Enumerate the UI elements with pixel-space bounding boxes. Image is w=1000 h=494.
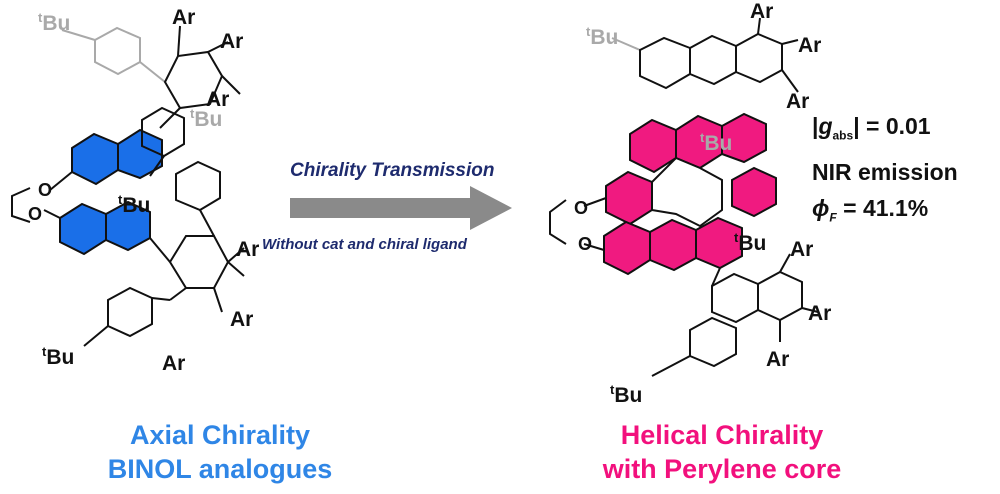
- tbu-label-top: tBu: [38, 10, 70, 35]
- oxygen-label: O: [574, 198, 588, 218]
- ar-label: Ar: [766, 348, 789, 371]
- ar-label: Ar: [230, 308, 253, 331]
- ar-label: Ar: [220, 30, 243, 53]
- left-caption: Axial Chirality BINOL analogues: [70, 418, 370, 486]
- oxygen-label: O: [578, 234, 592, 254]
- transmission-arrow: [290, 186, 512, 230]
- photophysical-properties: |gabs| = 0.01 NIR emission ϕF = 41.1%: [812, 108, 958, 235]
- ar-label: Ar: [750, 0, 773, 23]
- ar-label: Ar: [206, 88, 229, 111]
- arrow-label-bottom: Without cat and chiral ligand: [262, 236, 467, 253]
- ar-label: Ar: [162, 352, 185, 375]
- tbu-label-top-right: tBu: [586, 24, 618, 49]
- dioxy-bridge: [11, 171, 73, 223]
- right-caption: Helical Chirality with Perylene core: [572, 418, 872, 486]
- dioxy-bridge-right: [549, 197, 607, 251]
- gabs-value: |gabs| = 0.01: [812, 113, 931, 143]
- upper-naphthalene: [71, 128, 163, 186]
- tbu-label-bottom: tBu: [42, 344, 74, 369]
- lower-fused-rings: [651, 253, 819, 377]
- arrow-label-top: Chirality Transmission: [290, 160, 495, 181]
- oxygen-label: O: [28, 204, 42, 224]
- binol-molecule: [11, 25, 245, 347]
- right-caption-line2: with Perylene core: [602, 454, 842, 484]
- inner-aryl-rings: [141, 106, 221, 237]
- upper-tbu-phenyl: [61, 26, 166, 83]
- tbu-label-mid: tBu: [118, 192, 150, 217]
- left-caption-line1: Axial Chirality: [129, 420, 311, 450]
- tbu-label-faint-right: tBu: [700, 130, 732, 155]
- right-caption-line1: Helical Chirality: [620, 420, 824, 450]
- quantum-yield: ϕF = 41.1%: [812, 194, 929, 225]
- lower-core-ring: [149, 235, 245, 313]
- ar-label: Ar: [236, 238, 259, 261]
- perylene-core: [603, 112, 777, 276]
- ar-label: Ar: [172, 6, 195, 29]
- lower-tbu-phenyl: [83, 286, 171, 347]
- left-caption-line2: BINOL analogues: [107, 454, 333, 484]
- ar-label: Ar: [798, 34, 821, 57]
- ar-label: Ar: [808, 302, 831, 325]
- tbu-label-faint: tBu: [190, 106, 222, 131]
- tbu-label-mid-right: tBu: [734, 230, 766, 255]
- ar-label: Ar: [790, 238, 813, 261]
- upper-core-ring: [159, 25, 241, 129]
- upper-fused-rings: [639, 17, 799, 93]
- oxygen-label: O: [38, 180, 52, 200]
- binol-labels: tBu Ar Ar Ar tBu O O tBu Ar Ar Ar tBu: [28, 6, 259, 375]
- nir-emission: NIR emission: [812, 158, 958, 185]
- helicene-molecule: [549, 17, 819, 377]
- helicene-labels: tBu Ar Ar Ar tBu O O tBu Ar Ar Ar tBu: [574, 0, 831, 407]
- ar-label: Ar: [786, 90, 809, 113]
- tbu-label-bottom-right: tBu: [610, 382, 642, 407]
